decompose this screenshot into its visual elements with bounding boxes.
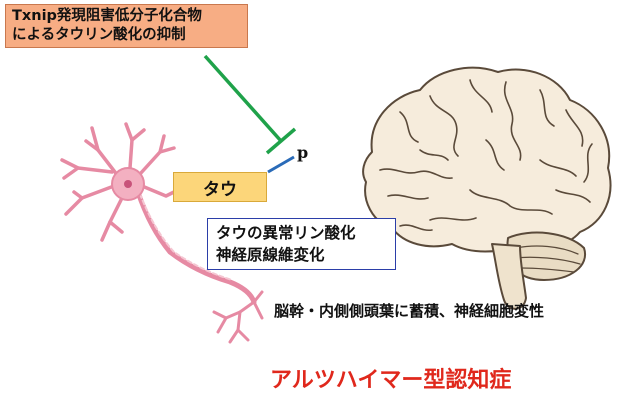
inhibitor-line-2: によるタウリン酸化の抑制 [12,27,186,43]
pathology-line-1: タウの異常リン酸化 [216,224,356,242]
inhibitor-compound-box: Txnip発現阻害低分子化合物 によるタウリン酸化の抑制 [5,4,248,48]
tau-pathology-box: タウの異常リン酸化 神経原線維変化 [207,218,396,270]
brain-illustration [362,66,612,310]
inhibitor-line-1: Txnip発現阻害低分子化合物 [12,8,202,24]
deposit-description: 脳幹・内側側頭葉に蓄積、神経細胞変性 [274,302,545,320]
inhibition-arrow [203,54,297,155]
disease-title: アルツハイマー型認知症 [270,368,512,393]
tau-protein-box: タウ [173,172,267,202]
pathology-line-2: 神経原線維変化 [216,246,325,264]
tau-label: タウ [203,179,237,200]
neuron-nucleus [124,180,132,188]
phosphate-label: p [297,143,309,162]
phosphate-bond [267,155,295,174]
